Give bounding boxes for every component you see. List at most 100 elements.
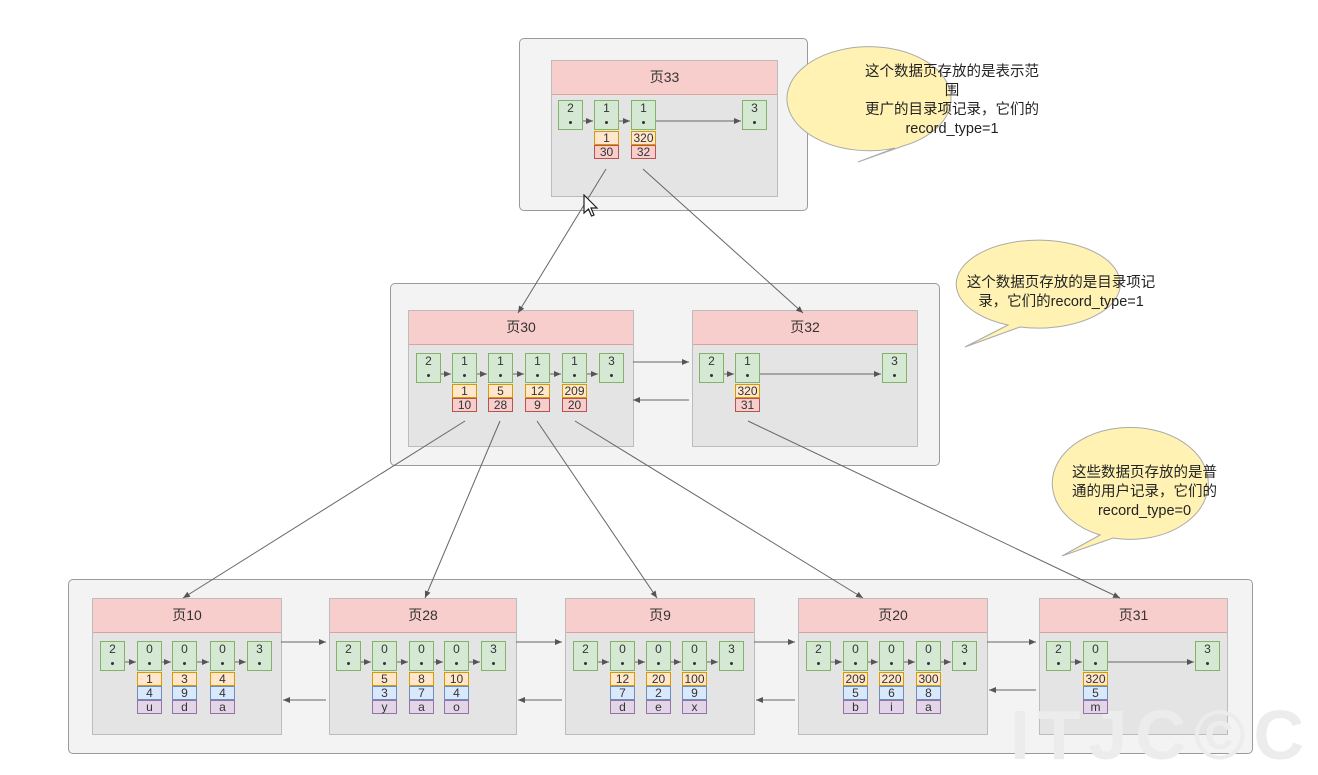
- record-type-value: 1: [461, 354, 468, 368]
- name-cell: a: [916, 700, 941, 714]
- id-cell: 7: [409, 686, 434, 700]
- page-number-cell: 28: [488, 398, 513, 412]
- next-pointer-dot: [817, 662, 820, 665]
- id-cell: 7: [610, 686, 635, 700]
- record-header: 1: [488, 353, 513, 383]
- record-type-value: 0: [453, 642, 460, 656]
- page-number-cell: 9: [525, 398, 550, 412]
- next-pointer-dot: [893, 374, 896, 377]
- record-type-value: 0: [381, 642, 388, 656]
- record-header: 0: [172, 641, 197, 671]
- key-cell: 320: [735, 384, 760, 398]
- key-cell: 300: [916, 672, 941, 686]
- name-cell: x: [682, 700, 707, 714]
- record-header: 0: [1083, 641, 1108, 671]
- page-title: 页31: [1040, 599, 1227, 633]
- next-pointer-dot: [642, 121, 645, 124]
- note-top-line: 这个数据页存放的是表示范围: [865, 64, 1039, 99]
- id-cell: 3: [372, 686, 397, 700]
- record-header: 1: [735, 353, 760, 383]
- record-type-value: 3: [728, 642, 735, 656]
- record-header: 2: [416, 353, 441, 383]
- record-type-value: 0: [1092, 642, 1099, 656]
- record-header: 1: [631, 100, 656, 130]
- record-type-value: 1: [534, 354, 541, 368]
- record-header: 0: [444, 641, 469, 671]
- name-cell: d: [172, 700, 197, 714]
- next-pointer-dot: [746, 374, 749, 377]
- next-pointer-dot: [111, 662, 114, 665]
- key-cell: 100: [682, 672, 707, 686]
- record-type-value: 0: [181, 642, 188, 656]
- record-type-value: 2: [109, 642, 116, 656]
- key-cell: 5: [372, 672, 397, 686]
- page-number-cell: 31: [735, 398, 760, 412]
- record-type-value: 1: [603, 101, 610, 115]
- record-header: 0: [682, 641, 707, 671]
- next-pointer-dot: [1057, 662, 1060, 665]
- record-header: 2: [699, 353, 724, 383]
- key-cell: 220: [879, 672, 904, 686]
- id-cell: 8: [916, 686, 941, 700]
- record-header: 0: [879, 641, 904, 671]
- record-type-value: 2: [815, 642, 822, 656]
- note-middle-line: 这个数据页存放的是目录项记: [966, 275, 1156, 291]
- record-header: 2: [573, 641, 598, 671]
- note-bottom-line: 通的用户记录，它们的: [1072, 484, 1217, 500]
- key-cell: 10: [444, 672, 469, 686]
- next-pointer-dot: [492, 662, 495, 665]
- record-type-value: 0: [852, 642, 859, 656]
- name-cell: a: [409, 700, 434, 714]
- record-header: 3: [719, 641, 744, 671]
- record-type-value: 3: [891, 354, 898, 368]
- record-type-value: 0: [219, 642, 226, 656]
- record-header: 0: [409, 641, 434, 671]
- record-header: 3: [599, 353, 624, 383]
- id-cell: 6: [879, 686, 904, 700]
- page-number-cell: 20: [562, 398, 587, 412]
- id-cell: 5: [1083, 686, 1108, 700]
- record-type-value: 0: [888, 642, 895, 656]
- next-pointer-dot: [584, 662, 587, 665]
- record-header: 2: [1046, 641, 1071, 671]
- next-pointer-dot: [657, 662, 660, 665]
- key-cell: 1: [137, 672, 162, 686]
- page-number-cell: 32: [631, 145, 656, 159]
- name-cell: i: [879, 700, 904, 714]
- next-pointer-dot: [927, 662, 930, 665]
- page-title: 页28: [330, 599, 516, 633]
- record-type-value: 2: [582, 642, 589, 656]
- key-cell: 3: [172, 672, 197, 686]
- next-pointer-dot: [463, 374, 466, 377]
- next-pointer-dot: [710, 374, 713, 377]
- record-header: 3: [481, 641, 506, 671]
- next-pointer-dot: [1206, 662, 1209, 665]
- key-cell: 12: [525, 384, 550, 398]
- next-pointer-dot: [753, 121, 756, 124]
- id-cell: 2: [646, 686, 671, 700]
- name-cell: d: [610, 700, 635, 714]
- id-cell: 9: [682, 686, 707, 700]
- next-pointer-dot: [730, 662, 733, 665]
- key-cell: 20: [646, 672, 671, 686]
- note-top: 这个数据页存放的是表示范围 更广的目录项记录，它们的 record_type=1: [862, 63, 1042, 139]
- next-pointer-dot: [890, 662, 893, 665]
- record-type-value: 2: [1055, 642, 1062, 656]
- record-type-value: 3: [1204, 642, 1211, 656]
- key-cell: 1: [452, 384, 477, 398]
- record-header: 1: [525, 353, 550, 383]
- note-middle-line: 录，它们的record_type=1: [978, 294, 1144, 310]
- record-type-value: 0: [925, 642, 932, 656]
- next-pointer-dot: [605, 121, 608, 124]
- key-cell: 320: [631, 131, 656, 145]
- record-type-value: 3: [256, 642, 263, 656]
- record-header: 0: [646, 641, 671, 671]
- name-cell: y: [372, 700, 397, 714]
- id-cell: 9: [172, 686, 197, 700]
- id-cell: 4: [444, 686, 469, 700]
- next-pointer-dot: [1094, 662, 1097, 665]
- next-pointer-dot: [610, 374, 613, 377]
- record-type-value: 2: [567, 101, 574, 115]
- record-type-value: 0: [619, 642, 626, 656]
- next-pointer-dot: [455, 662, 458, 665]
